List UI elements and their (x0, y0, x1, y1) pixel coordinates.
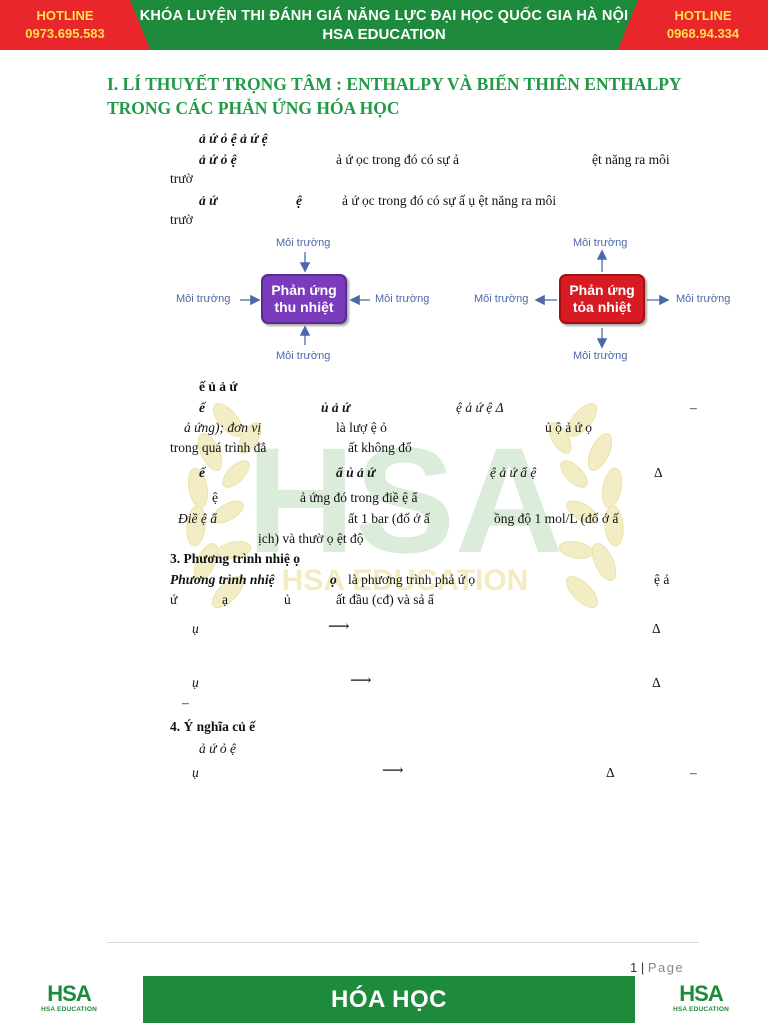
body-line: ả ứ ỏ ệ (199, 741, 236, 756)
header-banner: HOTLINE 0973.695.583 KHÓA LUYỆN THI ĐÁNH… (0, 0, 768, 50)
endothermic-box: Phản ứng thu nhiệt (261, 274, 347, 324)
body-line: ả ứng đó trong điề ệ ẩ (300, 490, 418, 505)
body-line: ệ (212, 490, 218, 505)
hotline-right-number[interactable]: 0968.94.334 (666, 26, 740, 41)
body-line: ệ ả ứ ẩ ệ (490, 465, 537, 480)
body-line: ả ứ ỏ ệ ả ứ ệ (199, 131, 268, 146)
env-label: Môi trường (276, 350, 331, 362)
body-line: trong quá trình đẳ (170, 440, 267, 455)
body-line: ế ủ ả ứ (199, 379, 238, 394)
hotline-left-label: HOTLINE (36, 8, 94, 23)
body-line: trườ (170, 212, 193, 227)
hotline-right-label: HOTLINE (674, 8, 732, 23)
exothermic-box: Phản ứng tỏa nhiệt (559, 274, 645, 324)
subject-banner: HÓA HỌC (143, 976, 635, 1023)
env-label: Môi trường (474, 293, 529, 305)
footer-divider (107, 942, 699, 943)
body-line: ả ứ ọc trong đó có sự ả (336, 152, 459, 167)
reaction-line: – (690, 765, 697, 780)
body-line: ạ (222, 592, 228, 607)
env-label: Môi trường (573, 237, 628, 249)
logo-subtext: HSA EDUCATION (672, 1006, 730, 1013)
body-line: là phương trình phả ứ ọ (348, 572, 476, 587)
body-line: ế (199, 400, 205, 415)
body-line: ủ (284, 592, 291, 607)
body-line: ả ứng); đơn vị (184, 420, 262, 435)
hsa-logo-right: HSA HSA EDUCATION (670, 982, 732, 1018)
subject-title: HÓA HỌC (331, 985, 447, 1013)
body-line: ả ứ ỏ ệ (199, 152, 237, 167)
body-line: ất đầu (cđ) và sả ẩ (336, 592, 434, 607)
reaction-line: ụ (192, 765, 199, 780)
hotline-left-number[interactable]: 0973.695.583 (25, 26, 105, 41)
endothermic-box-line-2: thu nhiệt (274, 299, 334, 315)
env-label: Môi trường (375, 293, 430, 305)
hotline-right: HOTLINE 0968.94.334 (638, 8, 768, 41)
env-label: Môi trường (676, 293, 731, 305)
reaction-delta: Δ (652, 675, 661, 690)
body-line: – (690, 400, 697, 415)
page-number-value: 1 (630, 960, 638, 975)
exothermic-box-line-2: tỏa nhiệt (572, 299, 632, 315)
body-line: Δ (654, 465, 663, 480)
body-line: ịch) và thườ ọ ệt độ (258, 531, 364, 546)
endothermic-box-line-1: Phản ứng (271, 282, 337, 298)
body-line: ả ứ ọc trong đó có sự ấ ụ ệt năng ra môi (342, 193, 557, 208)
body-line: ệ (296, 193, 302, 208)
body-line: ệt năng ra môi (592, 152, 670, 167)
section-title-line-1: I. LÍ THUYẾT TRỌNG TÂM : ENTHALPY VÀ BIẾ… (107, 74, 682, 94)
body-line: ứ (170, 592, 178, 607)
page-word: Page (647, 960, 685, 975)
logo-subtext: HSA EDUCATION (40, 1006, 98, 1013)
body-line: Phương trình nhiệ (170, 572, 275, 587)
exothermic-box-line-1: Phản ứng (569, 282, 635, 298)
body-line: ệ ả ứ ệ Δ (456, 400, 504, 415)
logo-text: HSA (47, 981, 91, 1006)
env-label: Môi trường (573, 350, 628, 362)
header-brand: HSA EDUCATION (322, 25, 446, 43)
reaction-delta: Δ (606, 765, 615, 780)
section-title-line-2: TRONG CÁC PHẢN ỨNG HÓA HỌC (107, 98, 400, 118)
body-line: là lượ ệ ỏ (336, 420, 387, 435)
body-line: ất 1 bar (đố ớ ấ (348, 511, 430, 526)
reaction-line: – (182, 695, 189, 710)
body-line: ệ ả (654, 572, 670, 587)
reaction-arrow: ⟶ (328, 619, 350, 635)
page-number: 1 | Page (630, 960, 684, 975)
env-label: Môi trường (276, 237, 331, 249)
heading-3: 3. Phương trình nhiệ ọ (170, 551, 300, 566)
env-label: Môi trường (176, 293, 231, 305)
endo-exo-diagram: Môi trường Môi trường Môi trường Môi trư… (170, 232, 745, 367)
body-line: ẩ ủ ả ứ (336, 465, 376, 480)
body-line: Điề ệ ẩ (178, 511, 217, 526)
reaction-arrow: ⟶ (350, 673, 372, 689)
reaction-line: ụ (192, 621, 199, 636)
logo-text: HSA (679, 981, 723, 1006)
header-title-block: KHÓA LUYỆN THI ĐÁNH GIÁ NĂNG LỰC ĐẠI HỌC… (130, 0, 638, 50)
body-line: trườ (170, 171, 193, 186)
diagram-arrows (240, 249, 670, 349)
body-line: ồng độ 1 mol/L (đố ớ ấ (494, 511, 619, 526)
header-course-title: KHÓA LUYỆN THI ĐÁNH GIÁ NĂNG LỰC ĐẠI HỌC… (139, 7, 629, 24)
reaction-arrow: ⟶ (382, 763, 404, 779)
body-line: ế (199, 465, 205, 480)
body-line: ọ (330, 572, 337, 587)
reaction-delta: Δ (652, 621, 661, 636)
body-line: ất không đổ (348, 440, 412, 455)
body-line: ả ứ (199, 193, 218, 208)
body-line: ủ ộ ả ứ ọ (545, 420, 593, 435)
hsa-logo-left: HSA HSA EDUCATION (38, 982, 100, 1018)
section-title: I. LÍ THUYẾT TRỌNG TÂM : ENTHALPY VÀ BIẾ… (107, 72, 707, 120)
body-line: ủ ả ứ (321, 400, 351, 415)
hotline-left: HOTLINE 0973.695.583 (0, 8, 130, 41)
heading-4: 4. Ý nghĩa củ ế (170, 719, 256, 734)
page-separator: | (640, 960, 645, 975)
reaction-line: ụ (192, 675, 199, 690)
